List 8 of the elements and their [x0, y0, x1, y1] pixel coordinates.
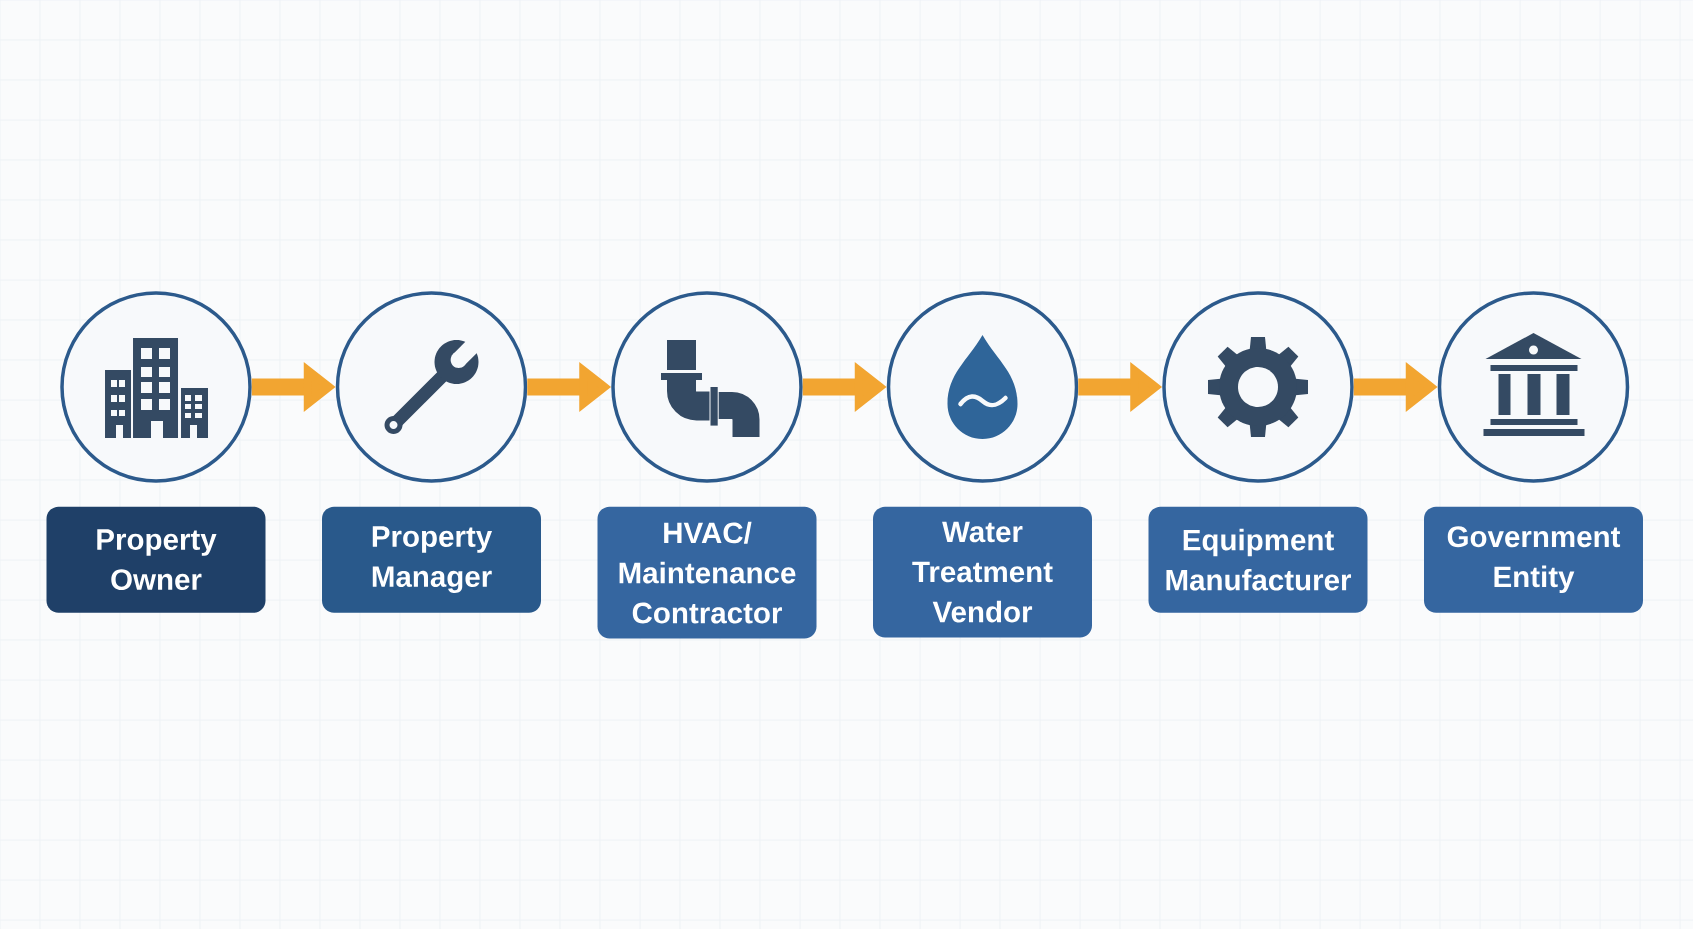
icon-circle	[335, 291, 528, 483]
label-box: Equipment Manufacturer	[1148, 506, 1368, 613]
label-box: HVAC/ Maintenance Contractor	[597, 506, 817, 639]
label-box: Property Owner	[46, 506, 266, 613]
label-box: Government Entity	[1424, 506, 1643, 613]
label-box: Property Manager	[322, 506, 541, 613]
icon-circle	[611, 291, 803, 483]
label-box: Water Treatment Vendor	[873, 506, 1092, 638]
